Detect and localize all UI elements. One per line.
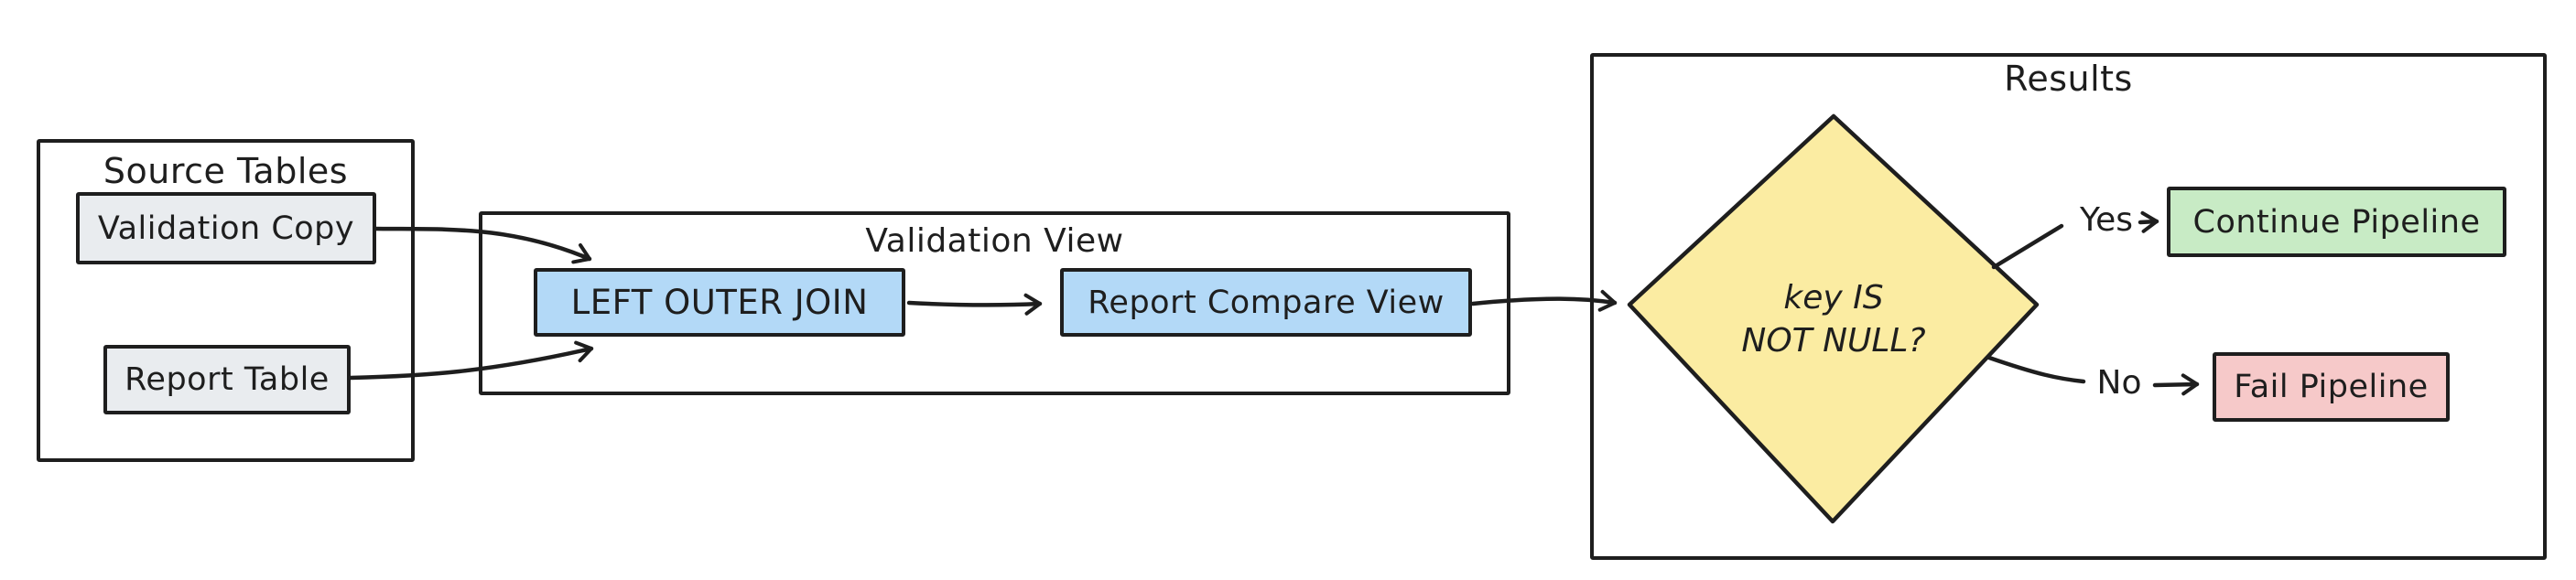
fail-pipeline-node: Fail Pipeline	[2213, 352, 2450, 422]
source-tables-title: Source Tables	[103, 151, 349, 191]
no-edge-label: No	[2096, 364, 2142, 402]
validation-copy-node: Validation Copy	[76, 192, 376, 264]
decision-diamond-label: key IS NOT NULL?	[1651, 276, 2017, 362]
decision-label-line1: key IS	[1783, 279, 1884, 317]
results-title: Results	[2004, 59, 2133, 99]
yes-edge-label: Yes	[2079, 201, 2134, 239]
left-outer-join-node: LEFT OUTER JOIN	[534, 268, 905, 337]
report-table-label: Report Table	[124, 361, 330, 398]
continue-pipeline-label: Continue Pipeline	[2192, 203, 2481, 241]
continue-pipeline-node: Continue Pipeline	[2167, 187, 2506, 257]
report-compare-view-node: Report Compare View	[1060, 268, 1472, 337]
decision-label-line2: NOT NULL?	[1741, 322, 1926, 360]
validation-view-title: Validation View	[865, 222, 1124, 260]
fail-pipeline-label: Fail Pipeline	[2234, 369, 2429, 405]
left-outer-join-label: LEFT OUTER JOIN	[570, 283, 869, 322]
report-table-node: Report Table	[103, 345, 351, 414]
report-compare-view-label: Report Compare View	[1088, 284, 1445, 321]
validation-copy-label: Validation Copy	[97, 209, 355, 247]
